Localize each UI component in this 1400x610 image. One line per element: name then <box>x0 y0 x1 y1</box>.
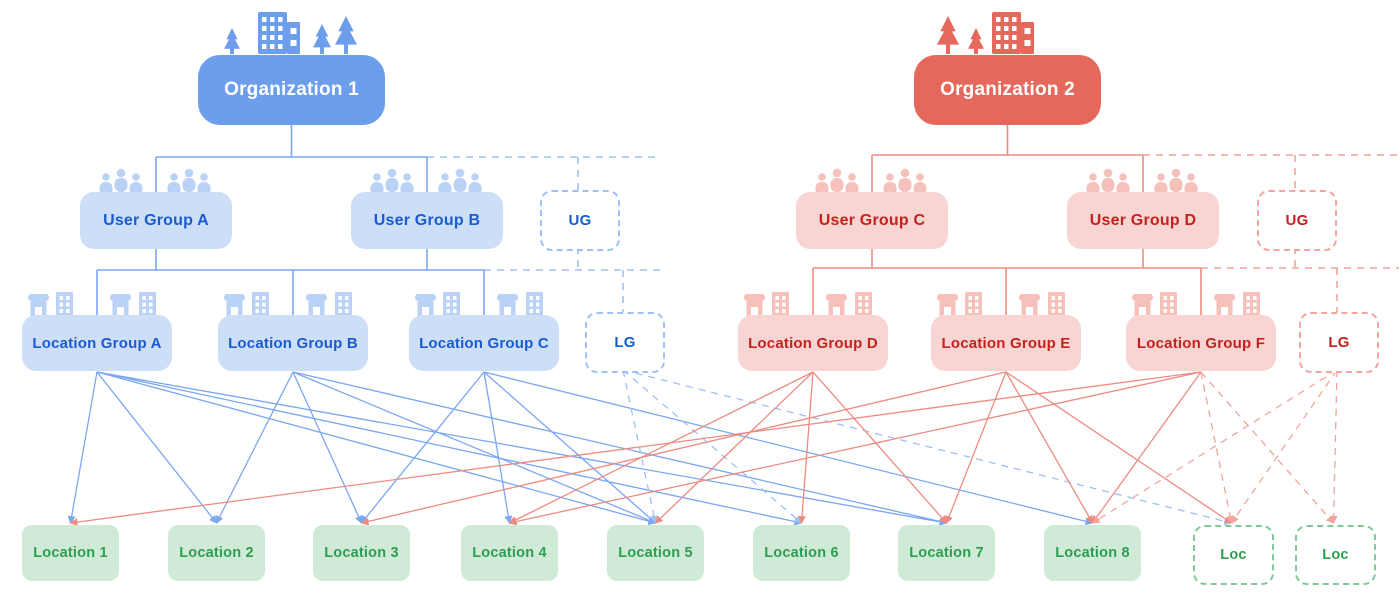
location-5-node: Location 5 <box>607 525 704 581</box>
organization-2-node: Organization 2 <box>914 55 1101 125</box>
user-group-a-node: User Group A <box>80 192 232 249</box>
location-group-a-node: Location Group A <box>22 315 172 371</box>
user-group-b-node: User Group B <box>351 192 503 249</box>
location-group-c-node: Location Group C <box>409 315 559 371</box>
location-group-placeholder-blue: LG <box>585 312 665 373</box>
location-2-node: Location 2 <box>168 525 265 581</box>
user-group-c-node: User Group C <box>796 192 948 249</box>
location-7-node: Location 7 <box>898 525 995 581</box>
location-6-node: Location 6 <box>753 525 850 581</box>
user-group-placeholder-red: UG <box>1257 190 1337 251</box>
location-placeholder-2: Loc <box>1295 525 1376 585</box>
user-group-d-node: User Group D <box>1067 192 1219 249</box>
organization-1-node: Organization 1 <box>198 55 385 125</box>
location-8-node: Location 8 <box>1044 525 1141 581</box>
user-group-placeholder-blue: UG <box>540 190 620 251</box>
location-3-node: Location 3 <box>313 525 410 581</box>
location-group-b-node: Location Group B <box>218 315 368 371</box>
location-group-d-node: Location Group D <box>738 315 888 371</box>
location-group-e-node: Location Group E <box>931 315 1081 371</box>
location-group-placeholder-red: LG <box>1299 312 1379 373</box>
location-placeholder-1: Loc <box>1193 525 1274 585</box>
location-1-node: Location 1 <box>22 525 119 581</box>
location-4-node: Location 4 <box>461 525 558 581</box>
location-group-f-node: Location Group F <box>1126 315 1276 371</box>
